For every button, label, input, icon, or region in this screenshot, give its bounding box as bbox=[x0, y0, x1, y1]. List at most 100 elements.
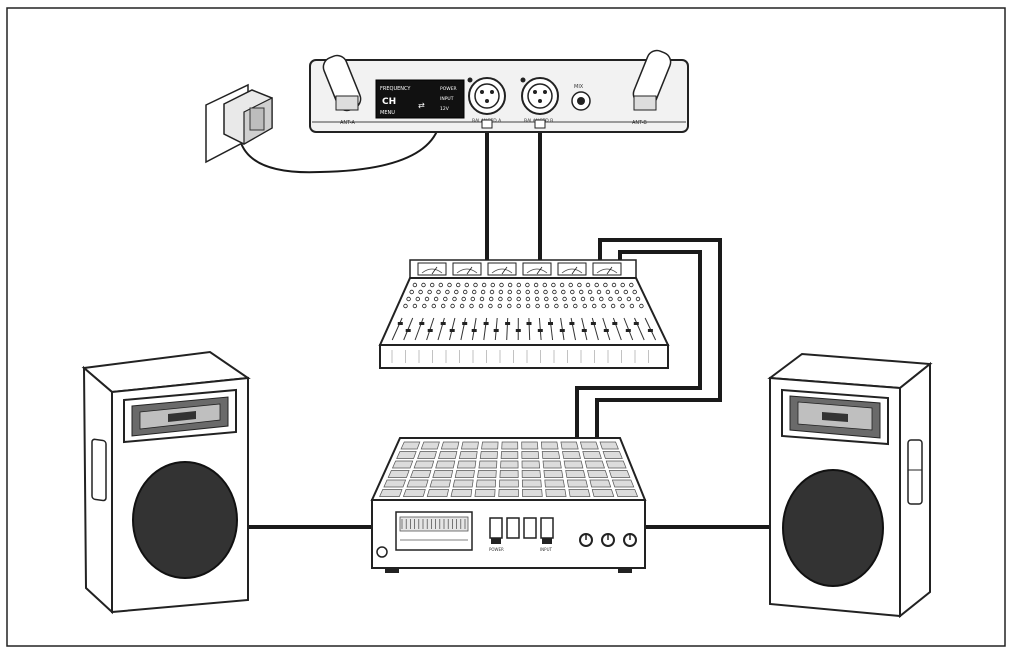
mixer-knob bbox=[600, 297, 604, 301]
amp-vent bbox=[583, 452, 602, 459]
mixer-knob bbox=[535, 290, 539, 294]
amp-vent bbox=[600, 442, 618, 449]
mixer-knob bbox=[534, 283, 538, 287]
amp-vent bbox=[476, 480, 496, 487]
mixer-knob bbox=[410, 290, 414, 294]
mixer-fader bbox=[634, 322, 639, 325]
mixer-fader bbox=[472, 329, 477, 332]
mixer-knob bbox=[630, 304, 634, 308]
mixer-knob bbox=[526, 283, 530, 287]
mixer-fader bbox=[648, 329, 653, 332]
mixer-knob bbox=[552, 283, 556, 287]
mixer-knob bbox=[562, 290, 566, 294]
mixer-knob bbox=[574, 304, 578, 308]
amp-vent bbox=[567, 480, 587, 487]
speaker-left-horn bbox=[124, 390, 236, 442]
mixer-knob bbox=[553, 290, 557, 294]
mixer-knob bbox=[586, 283, 590, 287]
amp-vent bbox=[457, 461, 476, 468]
mixer-knob bbox=[578, 283, 582, 287]
mixer-knob bbox=[423, 304, 427, 308]
mixer-knob bbox=[517, 304, 521, 308]
amp-vent bbox=[545, 480, 565, 487]
mixer-knob bbox=[437, 290, 441, 294]
mixer-knob bbox=[526, 297, 530, 301]
amp-vent bbox=[411, 471, 431, 478]
mixer-knob bbox=[583, 304, 587, 308]
mixer-knob bbox=[604, 283, 608, 287]
mixer-knob bbox=[441, 304, 445, 308]
mixer-knob bbox=[419, 290, 423, 294]
mixer-knob bbox=[579, 290, 583, 294]
mixer-knob bbox=[462, 297, 466, 301]
mixer-knob bbox=[611, 304, 615, 308]
amp-vent bbox=[459, 452, 477, 459]
mixer-knob bbox=[517, 297, 521, 301]
amp-vent bbox=[436, 461, 455, 468]
mixer-knob bbox=[460, 304, 464, 308]
mixer-knob bbox=[479, 304, 483, 308]
amp-vent bbox=[401, 442, 420, 449]
amp-vent bbox=[543, 461, 561, 468]
amp-vent bbox=[427, 490, 448, 497]
mixer-knob bbox=[455, 290, 459, 294]
amp-power-knob bbox=[377, 547, 387, 557]
mixer-knob bbox=[612, 283, 616, 287]
mixer-knob bbox=[581, 297, 585, 301]
mixer-knob bbox=[474, 283, 478, 287]
mixer-fader bbox=[419, 322, 424, 325]
mixer-fader bbox=[548, 322, 553, 325]
amp-vent bbox=[580, 442, 598, 449]
mixer-knob bbox=[606, 290, 610, 294]
vu-meter bbox=[593, 263, 621, 275]
mixer-knob bbox=[416, 297, 420, 301]
mixer-knob bbox=[432, 304, 436, 308]
mixer-knob bbox=[517, 283, 521, 287]
mixer-knob bbox=[543, 283, 547, 287]
mixer-knob bbox=[563, 297, 567, 301]
mixer-knob bbox=[633, 290, 637, 294]
speaker-right-horn bbox=[782, 390, 888, 444]
amp-vent bbox=[475, 490, 495, 497]
mixer-fader bbox=[406, 329, 411, 332]
vu-meter bbox=[488, 263, 516, 275]
vu-meter bbox=[418, 263, 446, 275]
mixer-knob bbox=[490, 290, 494, 294]
mixer-knob bbox=[564, 304, 568, 308]
mixer-fader bbox=[505, 322, 510, 325]
amp-vent bbox=[606, 461, 626, 468]
amp-vent bbox=[564, 461, 583, 468]
mixer-fader bbox=[612, 322, 617, 325]
amp-vent bbox=[501, 452, 518, 459]
amp-vent bbox=[561, 442, 578, 449]
amp-vent bbox=[522, 442, 538, 449]
mixer-knob bbox=[508, 290, 512, 294]
mixer-fader bbox=[516, 329, 521, 332]
display-right-3: 12V bbox=[440, 106, 450, 112]
mixer-knob bbox=[571, 290, 575, 294]
amp-vent bbox=[479, 461, 497, 468]
mixer-knob bbox=[448, 283, 452, 287]
amp-vent bbox=[522, 452, 539, 459]
mixer-knob bbox=[489, 304, 493, 308]
amp-vent bbox=[414, 461, 434, 468]
mixer-knob bbox=[636, 297, 640, 301]
amp-switch-label-1: POWER bbox=[489, 547, 504, 552]
mixer-fader bbox=[462, 322, 467, 325]
mixer-knob bbox=[627, 297, 631, 301]
mixer-knob bbox=[640, 304, 644, 308]
mixer-knob bbox=[413, 304, 417, 308]
usb-icon: ⇄ bbox=[418, 101, 425, 110]
mixer-knob bbox=[572, 297, 576, 301]
mixer-knob bbox=[471, 297, 475, 301]
mixer-knob bbox=[592, 304, 596, 308]
display-line-1: FREQUENCY bbox=[380, 86, 411, 92]
speaker-right-woofer bbox=[783, 470, 883, 586]
mixer-knob bbox=[425, 297, 429, 301]
mixer-knob bbox=[439, 283, 443, 287]
mixer-knob bbox=[595, 283, 599, 287]
vu-meter bbox=[453, 263, 481, 275]
mixer-knob bbox=[491, 283, 495, 287]
mixer-knob bbox=[508, 283, 512, 287]
power-amplifier: POWER INPUT bbox=[372, 438, 645, 573]
